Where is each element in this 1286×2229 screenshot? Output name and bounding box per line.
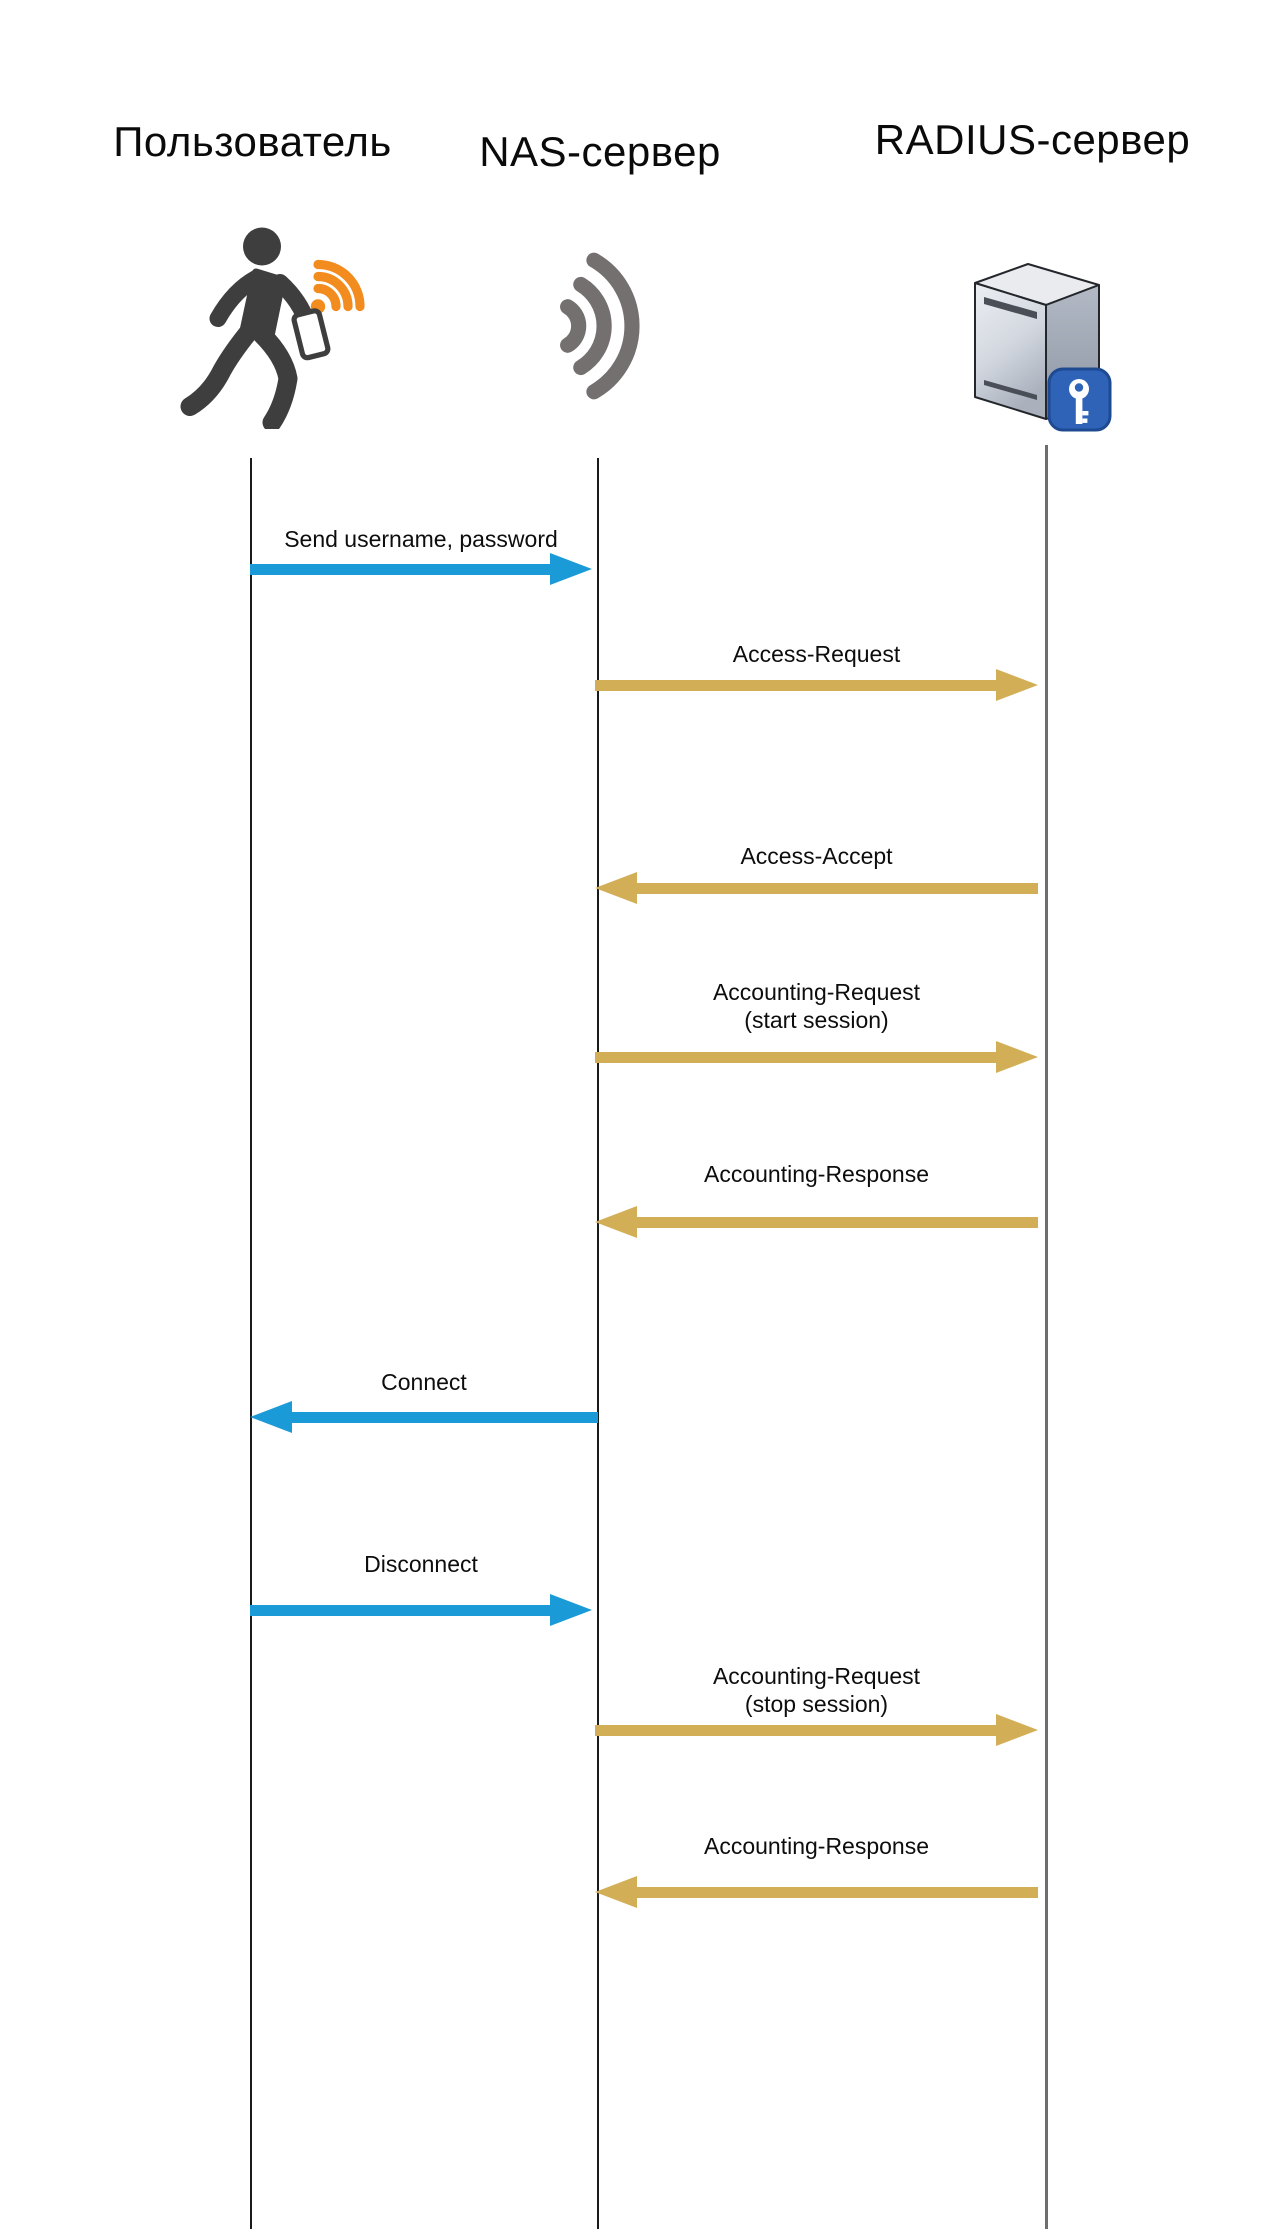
- arrow-right-blue: [250, 1594, 592, 1626]
- server-slot-top: [984, 297, 1037, 319]
- message-sublabel: (stop session): [744, 1691, 889, 1717]
- message-accounting-response-1: Accounting-Response: [595, 1160, 1038, 1270]
- message-label: Accounting-Response: [703, 1161, 930, 1187]
- arrow-left-gold: [595, 872, 1038, 904]
- walking-user-with-wifi-phone-icon: [168, 224, 368, 432]
- key-badge: [1047, 367, 1112, 432]
- message-accounting-request-start: Accounting-Request (start session): [595, 978, 1038, 1104]
- actor-title-nas: NAS-сервер: [479, 128, 721, 175]
- message-accounting-request-stop: Accounting-Request (stop session): [595, 1662, 1038, 1788]
- arrow-left-blue: [250, 1401, 598, 1433]
- message-label: Connect: [381, 1369, 467, 1395]
- message-label: Send username, password: [284, 526, 558, 552]
- message-accounting-response-2: Accounting-Response: [595, 1832, 1038, 1938]
- arrow-right-gold: [595, 1714, 1038, 1746]
- message-label: Accounting-Request: [712, 1663, 921, 1689]
- message-label: Access-Accept: [740, 843, 893, 869]
- server-slot-bottom: [984, 380, 1037, 400]
- message-send-credentials: Send username, password: [250, 525, 592, 617]
- arrow-right-blue: [250, 553, 592, 585]
- message-access-accept: Access-Accept: [595, 842, 1038, 934]
- arrow-right-gold: [595, 1041, 1038, 1073]
- arrow-right-gold: [595, 669, 1038, 701]
- phone-shape: [291, 308, 331, 361]
- message-label: Accounting-Request: [712, 979, 921, 1005]
- wifi-signal-icon: [541, 240, 653, 412]
- message-label: Disconnect: [364, 1551, 478, 1577]
- message-connect: Connect: [250, 1368, 598, 1464]
- message-sublabel: (start session): [744, 1007, 889, 1033]
- message-label: Accounting-Response: [703, 1833, 930, 1859]
- lifeline-user: [250, 458, 252, 2229]
- arrow-left-gold: [595, 1876, 1038, 1908]
- lifeline-radius: [1045, 445, 1048, 2229]
- actor-title-user: Пользователь: [113, 118, 392, 165]
- message-access-request: Access-Request: [595, 640, 1038, 732]
- message-label: Access-Request: [732, 641, 901, 667]
- lifeline-nas: [597, 458, 599, 2229]
- wifi-waves-orange: [313, 259, 365, 312]
- server-with-key-icon: [960, 250, 1112, 432]
- actor-title-radius: RADIUS-сервер: [874, 116, 1191, 163]
- message-disconnect: Disconnect: [250, 1550, 592, 1656]
- arrow-left-gold: [595, 1206, 1038, 1238]
